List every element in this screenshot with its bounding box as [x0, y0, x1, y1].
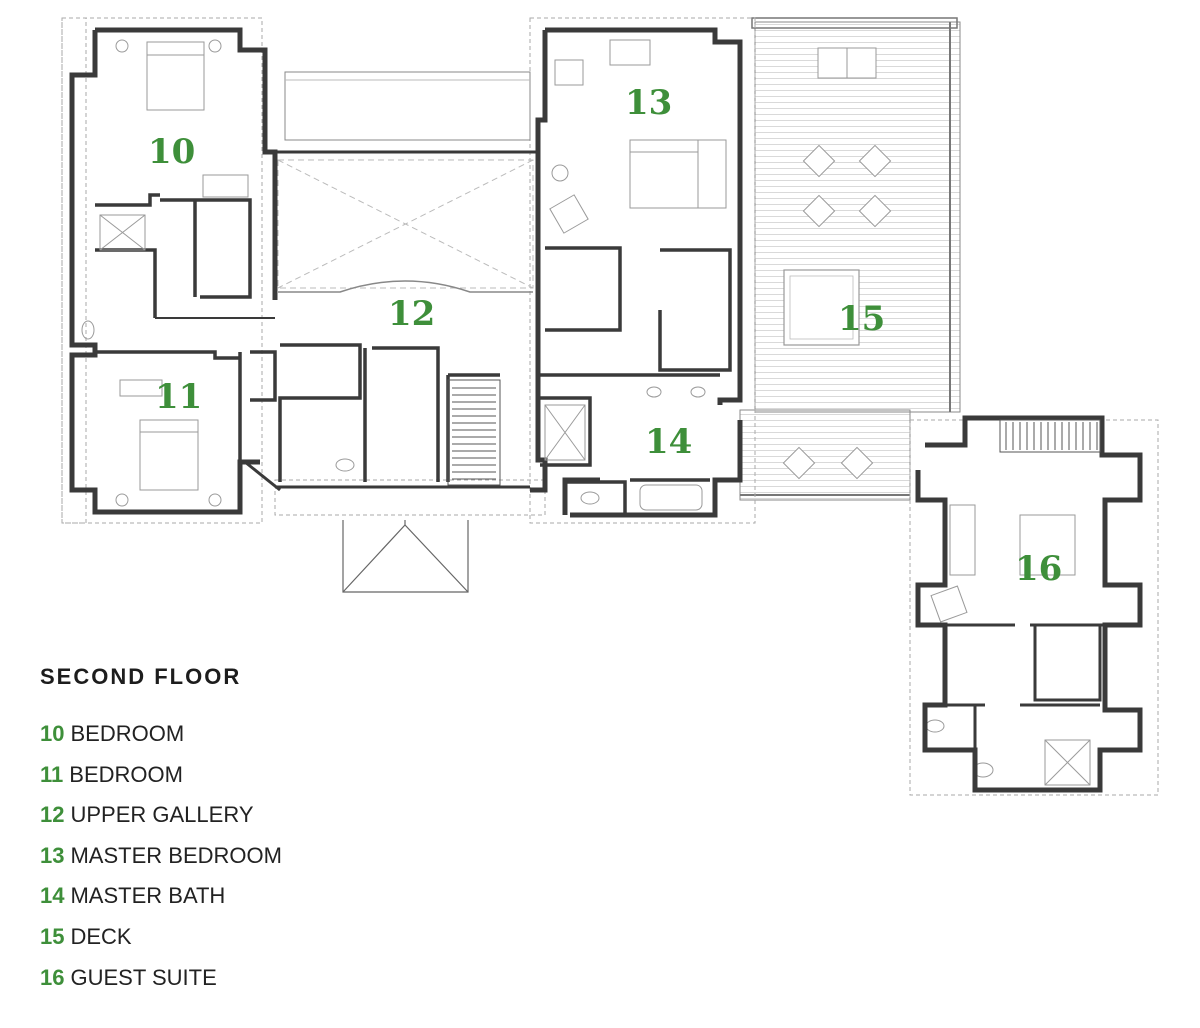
legend-label: GUEST SUITE	[70, 964, 217, 990]
interior-walls	[95, 193, 732, 515]
legend-number: 15	[40, 923, 65, 949]
furniture	[81, 39, 1091, 786]
room-label-14: 14	[645, 422, 692, 462]
room-label-12: 12	[388, 294, 435, 334]
legend-number: 13	[40, 842, 65, 868]
legend-label: UPPER GALLERY	[70, 802, 254, 828]
legend-number: 11	[40, 761, 64, 787]
legend-number: 12	[40, 802, 65, 828]
guest-stairs	[999, 419, 1101, 453]
legend-label: BEDROOM	[69, 761, 183, 787]
legend-label: DECK	[70, 923, 132, 949]
front-porch	[342, 520, 469, 593]
legend-label: MASTER BEDROOM	[70, 842, 282, 868]
room-label-13: 13	[625, 83, 672, 123]
room-labels: 10 11 12 13 14 15 16	[148, 83, 1062, 589]
legend-label: BEDROOM	[70, 721, 185, 746]
room-label-15: 15	[838, 299, 885, 339]
legend-number: 14	[40, 883, 65, 909]
deck-area	[739, 17, 961, 501]
room-label-10: 10	[148, 132, 195, 172]
dashed-outline	[61, 17, 1159, 796]
gallery-skylight	[277, 71, 534, 293]
legend-number: 10	[40, 721, 65, 746]
legend-number: 16	[40, 964, 65, 990]
guest-suite-walls	[915, 415, 1143, 793]
legend-label: MASTER BATH	[70, 883, 226, 909]
legend-title: SECOND FLOOR	[40, 664, 242, 689]
main-stairs	[447, 379, 501, 486]
room-label-11: 11	[155, 377, 202, 417]
building-walls	[69, 27, 743, 518]
room-label-16: 16	[1015, 549, 1062, 589]
